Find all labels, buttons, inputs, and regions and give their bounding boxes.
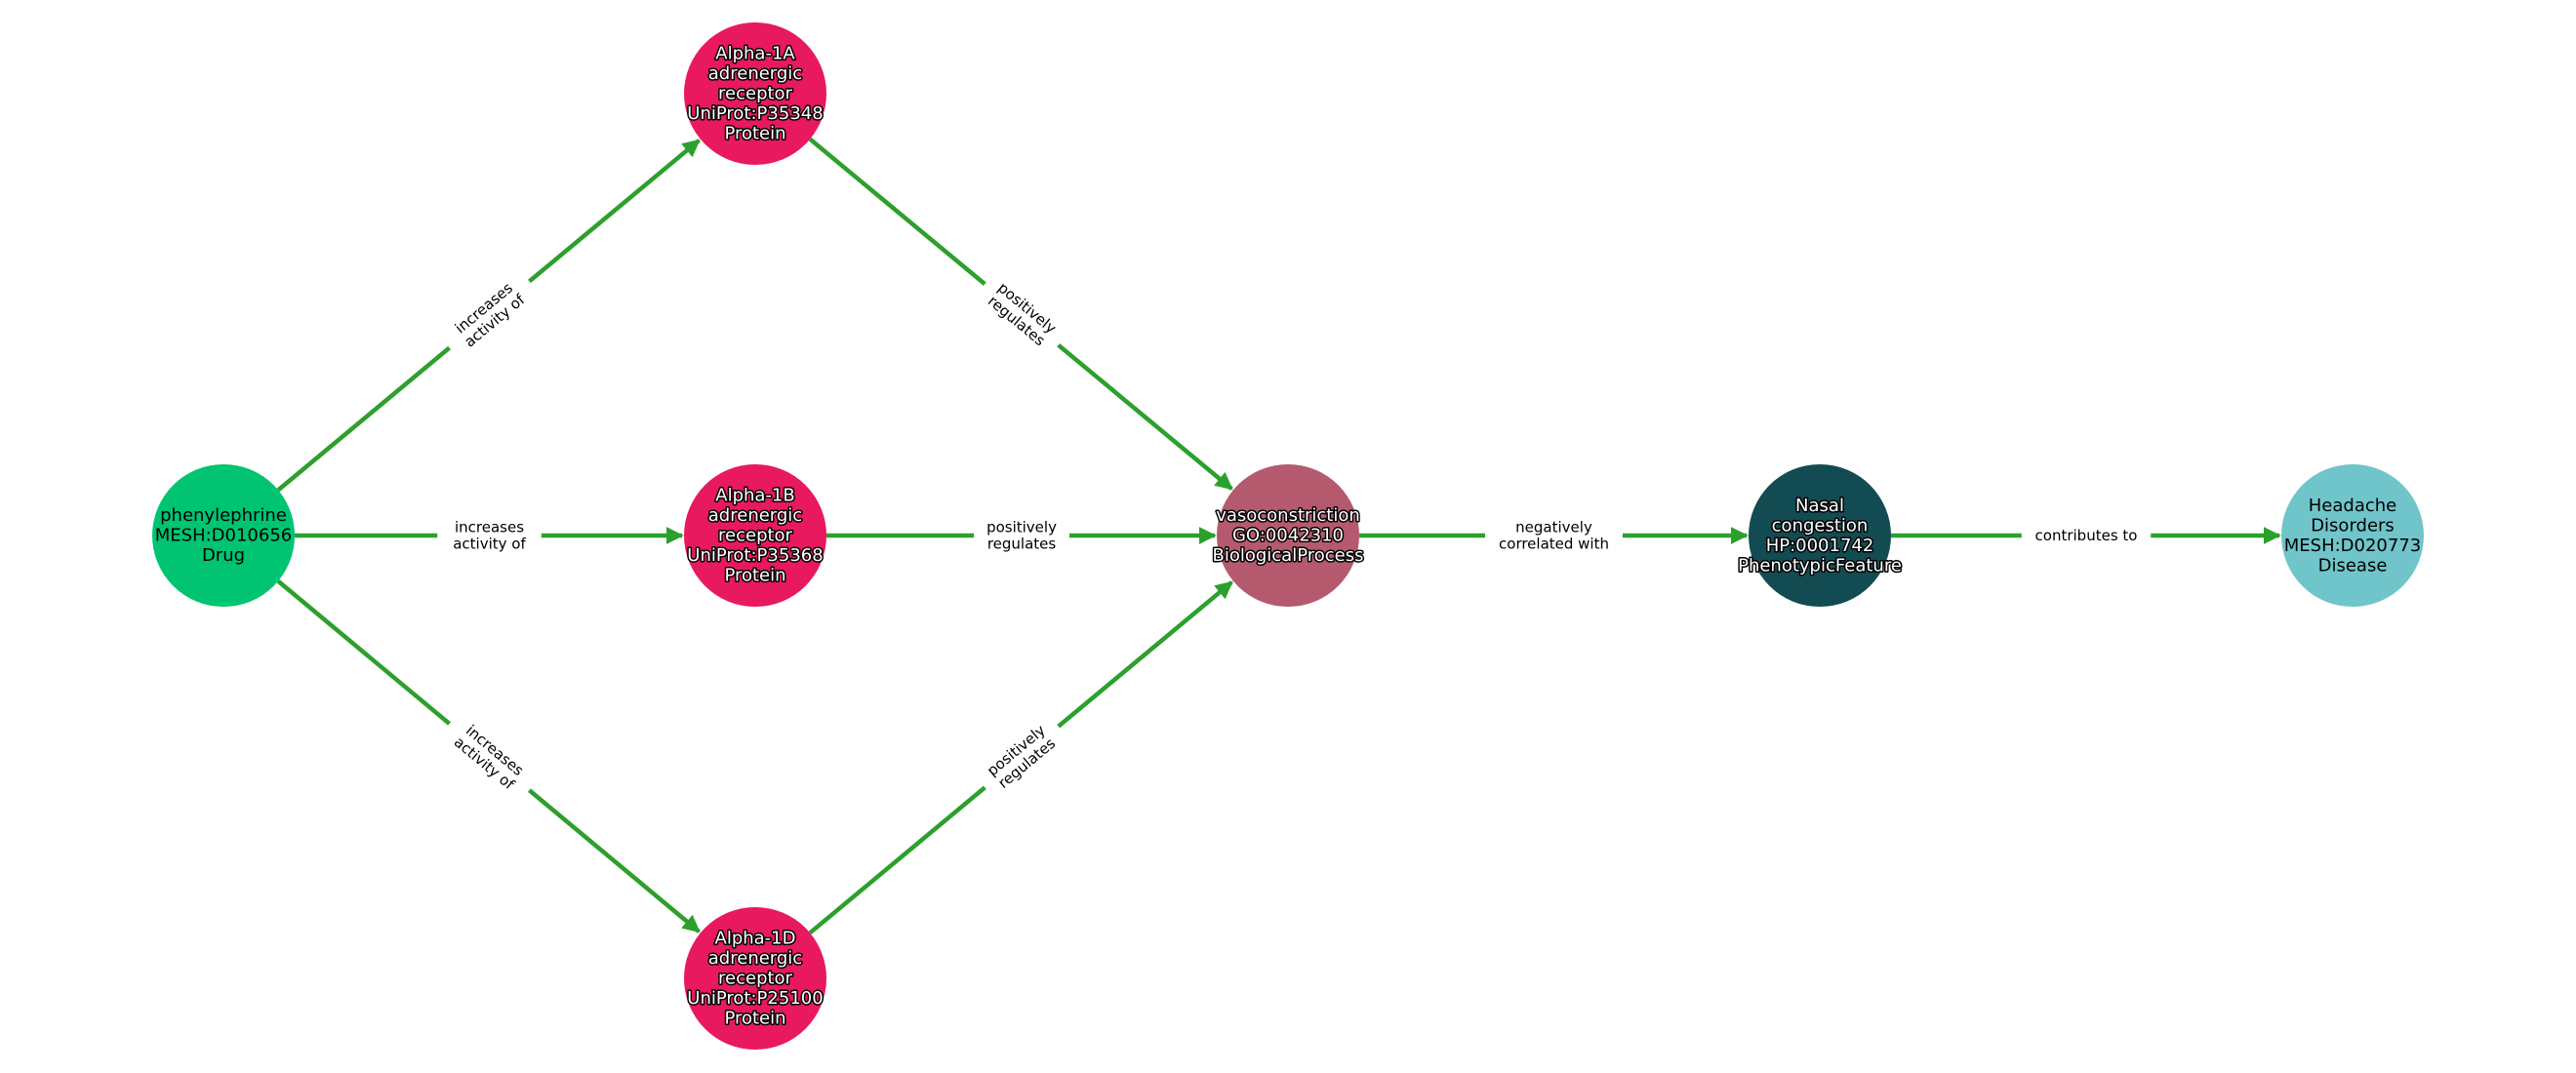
node-label-line: Disease [2318, 555, 2388, 576]
edge-label-line: contributes to [2035, 527, 2138, 544]
edge-label: contributes to [2021, 525, 2152, 546]
node-label-line: BiologicalProcess [1212, 545, 1363, 566]
edge-label-line: regulates [987, 535, 1057, 552]
node-label-line: adrenergic [708, 63, 802, 84]
node-label-line: MESH:D010656 [155, 526, 293, 546]
edge-label-background [437, 517, 542, 554]
node-label-line: Protein [724, 124, 785, 144]
node-label-line: Alpha-1B [715, 486, 794, 506]
node-label-line: Drug [202, 545, 245, 566]
edge-label-background [974, 517, 1069, 554]
node-label-line: receptor [718, 969, 793, 989]
node-label-line: phenylephrine [160, 505, 287, 526]
node-label-line: adrenergic [708, 948, 802, 969]
node-circle [684, 464, 826, 607]
node-label-line: Protein [724, 566, 785, 586]
node-label-line: receptor [718, 526, 793, 546]
node-circle [1749, 464, 1891, 607]
node-label-line: MESH:D020773 [2284, 536, 2422, 556]
node-label-line: adrenergic [708, 505, 802, 526]
node-label-line: Disorders [2311, 515, 2395, 536]
node-label-line: Alpha-1D [715, 929, 796, 949]
node-label-line: UniProt:P35348 [687, 103, 823, 124]
node-vaso[interactable]: vasoconstrictionGO:0042310BiologicalProc… [1211, 464, 1365, 607]
node-label-line: GO:0042310 [1232, 526, 1344, 546]
node-label-line: vasoconstriction [1216, 505, 1360, 526]
edge-label-line: increases [455, 518, 524, 536]
edge-label-background [973, 712, 1070, 802]
edge-label-background [2021, 525, 2152, 546]
node-circle [684, 907, 826, 1050]
node-circle [1217, 464, 1359, 607]
edge-label-background [1485, 517, 1623, 554]
edge-label-line: correlated with [1499, 535, 1609, 552]
node-label-line: congestion [1772, 515, 1869, 536]
node-label-line: PhenotypicFeature [1738, 555, 1902, 576]
node-label-line: Headache [2309, 496, 2396, 516]
node-label-line: HP:0001742 [1766, 536, 1874, 556]
edge-label-line: activity of [453, 535, 526, 552]
edge-label-background [973, 269, 1070, 360]
edge-label-background [437, 266, 542, 363]
node-label-line: receptor [718, 84, 793, 104]
node-label-line: Alpha-1A [715, 44, 795, 64]
node-circle [684, 22, 826, 165]
nodes-layer: phenylephrineMESH:D010656DrugAlpha-1Aadr… [152, 22, 2424, 1050]
node-label-line: Nasal [1795, 496, 1844, 516]
node-circle [152, 464, 295, 607]
node-circle [2281, 464, 2424, 607]
edge-label-background [437, 709, 542, 805]
node-label-line: UniProt:P35368 [687, 545, 823, 566]
node-nasal[interactable]: NasalcongestionHP:0001742PhenotypicFeatu… [1737, 464, 1903, 607]
node-label-line: Protein [724, 1009, 785, 1029]
edge-label-line: positively [986, 518, 1057, 536]
edge-label-line: negatively [1515, 518, 1592, 536]
node-a1b[interactable]: Alpha-1BadrenergicreceptorUniProt:P35368… [684, 464, 826, 607]
node-a1d[interactable]: Alpha-1DadrenergicreceptorUniProt:P25100… [684, 907, 826, 1050]
node-a1a[interactable]: Alpha-1AadrenergicreceptorUniProt:P35348… [684, 22, 826, 165]
node-label-line: UniProt:P25100 [687, 988, 823, 1009]
